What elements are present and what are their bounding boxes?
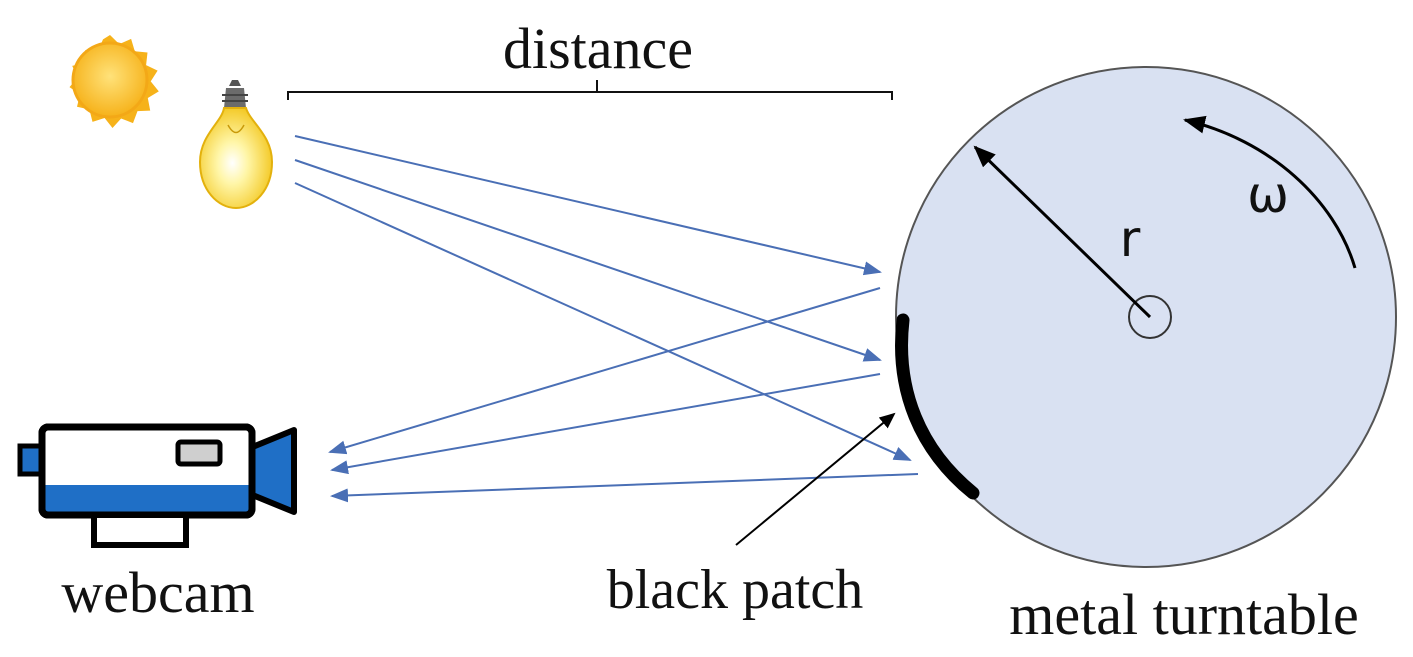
rotation-arrow bbox=[1183, 115, 1357, 269]
metal-turntable-label: metal turntable bbox=[1009, 582, 1358, 647]
sun-icon bbox=[69, 35, 159, 128]
turntable-axle bbox=[1128, 295, 1172, 339]
reflected-rays bbox=[328, 287, 919, 503]
incident-ray bbox=[294, 182, 912, 461]
black-patch-label: black patch bbox=[607, 559, 864, 621]
radius-label: r bbox=[1120, 210, 1141, 268]
distance-label: distance bbox=[503, 16, 693, 81]
video-camera-icon bbox=[17, 423, 297, 548]
webcam-label: webcam bbox=[61, 560, 254, 625]
distance-bracket bbox=[287, 80, 893, 100]
incident-ray bbox=[294, 159, 882, 362]
reflected-ray bbox=[328, 287, 881, 455]
omega-label: ω bbox=[1247, 166, 1289, 224]
reflected-ray bbox=[330, 373, 881, 475]
incident-ray bbox=[294, 135, 882, 276]
incident-rays bbox=[294, 135, 912, 461]
reflected-ray bbox=[330, 473, 919, 503]
light-bulb-icon bbox=[198, 80, 274, 210]
black-patch-pointer bbox=[735, 412, 896, 546]
radius-arrow bbox=[973, 145, 1152, 319]
black-patch bbox=[895, 313, 980, 500]
metal-turntable bbox=[895, 66, 1397, 568]
